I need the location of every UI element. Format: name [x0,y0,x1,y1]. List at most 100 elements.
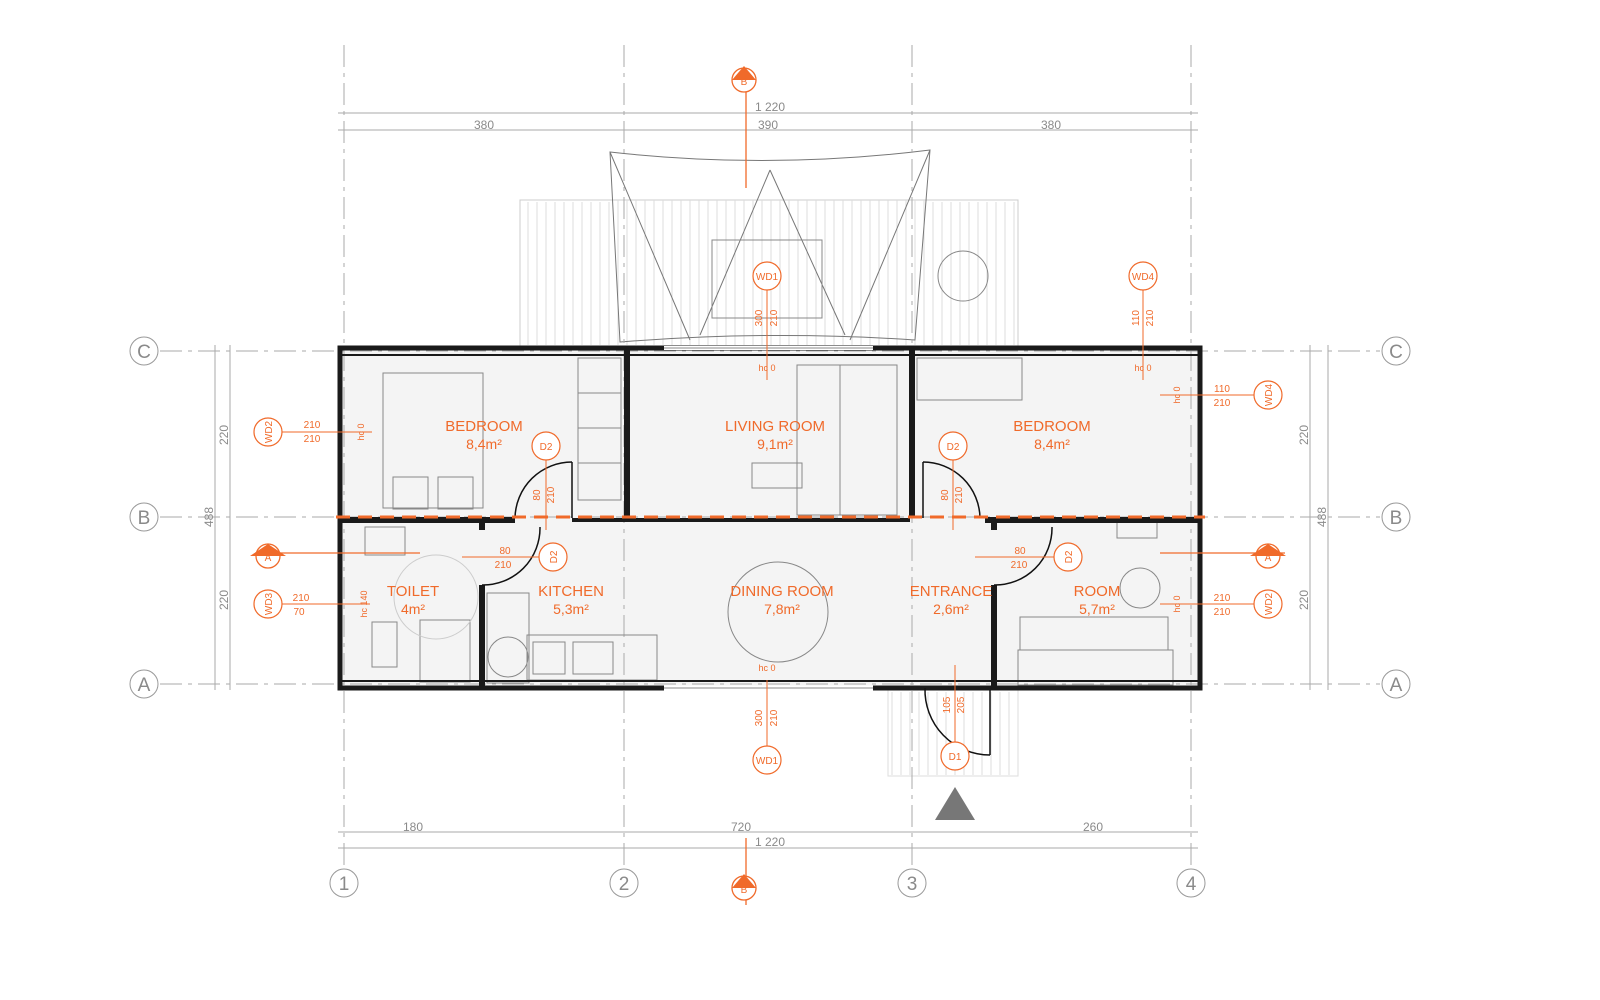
room-name: KITCHEN [538,583,604,600]
tag-height: 205 [956,696,967,713]
tag-sill-height: hc 0 [1172,595,1182,612]
tag-height: 210 [1214,398,1231,409]
tag-width: 300 [754,309,765,326]
tag-width: 80 [940,489,951,501]
tag-id: D1 [949,752,962,763]
dimension-right: 220 [1297,590,1311,610]
grid-axis-1: 1 [329,868,359,898]
tag-sill-height: hc 0 [758,363,775,373]
section-marker-right: A [1250,543,1286,569]
tag-width: 110 [1131,310,1142,326]
room-name: BEDROOM [1013,418,1091,435]
tag-width: 80 [1014,546,1026,557]
tag-sill-height: hc 0 [758,663,775,673]
section-marker-bottom: B [731,874,757,901]
tag-id: WD3 [264,592,275,615]
tag-sill-height: hc 0 [356,423,366,440]
tag-id: D2 [549,550,560,563]
door-swings [481,461,1053,756]
grid-axis-A: A [129,669,159,699]
grid-label: 3 [907,874,918,895]
dimension-total-bottom: 1 220 [755,835,785,849]
grid-label: C [1389,342,1403,363]
section-marker-left: A [250,543,286,569]
room-area: 4m² [401,601,425,617]
dimension-top: 380 [474,118,494,132]
dimension-left: 220 [217,425,231,445]
dimension-top: 380 [1041,118,1061,132]
section-label: B [741,77,748,88]
tag-id: WD1 [756,756,779,767]
room-name: ROOM [1074,583,1121,600]
tag-width: 210 [1214,593,1231,604]
tag-id: WD1 [756,272,779,283]
room-name: LIVING ROOM [725,418,825,435]
grid-label: 4 [1186,874,1197,895]
tag-height: 210 [1011,560,1028,571]
opening-tag-wd1: WD1 300 210 hc 0 [752,663,782,775]
entrance-arrow-icon [935,787,975,820]
dimension-right: 220 [1297,425,1311,445]
room-area: 5,3m² [553,601,589,617]
tag-height: 210 [769,309,780,326]
tag-width: 80 [532,489,543,501]
grid-label: B [1390,508,1403,529]
tag-sill-height: hc 140 [359,590,369,617]
room-name: ENTRANCE [910,583,993,600]
tag-width: 300 [754,709,765,726]
tag-height: 210 [954,486,965,503]
room-name: TOILET [387,583,439,600]
room-area: 9,1m² [757,436,793,452]
tag-id: D2 [540,442,553,453]
grid-axis-C: C [129,336,159,366]
room-name: BEDROOM [445,418,523,435]
tag-width: 110 [1214,384,1230,395]
grid-label: A [1390,675,1403,696]
tag-id: WD4 [1264,383,1275,406]
dimension-lines [214,112,1329,849]
tag-height: 210 [546,486,557,503]
shade-sail [609,149,931,343]
grid-axis-4: 4 [1176,868,1206,898]
dimension-bottom: 260 [1083,820,1103,834]
tag-height: 210 [769,709,780,726]
grid-axis-2: 2 [609,868,639,898]
room-area: 8,4m² [466,436,502,452]
tag-width: 105 [942,696,953,713]
grid-axis-B: B [1381,502,1411,532]
dimension-bottom: 720 [731,820,751,834]
room-name: DINING ROOM [730,583,833,600]
dimension-total-top: 1 220 [755,100,785,114]
section-label: B [741,885,748,896]
room-area: 7,8m² [764,601,800,617]
section-label: A [1265,553,1272,564]
grid-axis-C: C [1381,336,1411,366]
tag-height: 210 [1214,607,1231,618]
dimension-left: 220 [217,590,231,610]
dimension-bottom: 180 [403,820,423,834]
tag-height: 70 [293,607,305,618]
grid-axis-B: B [129,502,159,532]
tag-height: 210 [1145,309,1156,326]
room-area: 5,7m² [1079,601,1115,617]
grid-label: 2 [619,874,630,895]
tag-width: 80 [499,546,511,557]
section-label: A [265,553,272,564]
grid-axis-A: A [1381,669,1411,699]
